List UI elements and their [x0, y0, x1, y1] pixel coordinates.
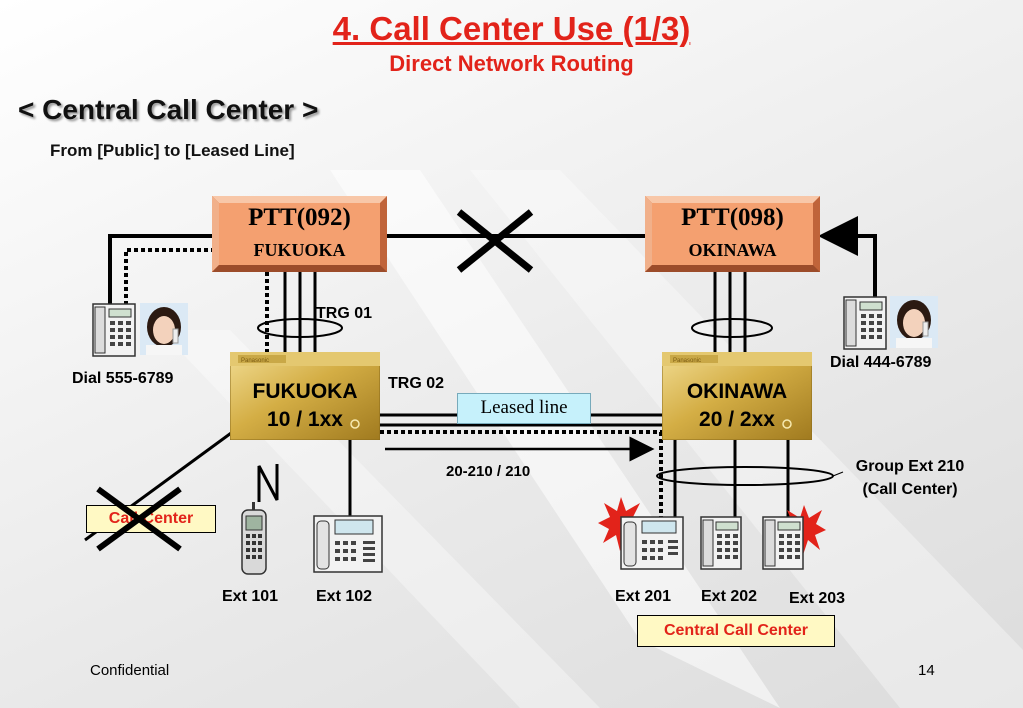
- ptt-092-name: PTT(092): [248, 204, 351, 231]
- pbx-fukuoka: Panasonic FUKUOKA 10 / 1xx: [230, 352, 380, 440]
- desk-phone-icon: [92, 303, 136, 357]
- ext-101-label: Ext 101: [222, 588, 279, 605]
- group-ext-sub-label: (Call Center): [862, 481, 958, 498]
- wireless-signal-icon: [257, 464, 279, 502]
- leased-line-label: Leased line: [457, 393, 591, 424]
- desk-phone-icon: [843, 296, 887, 350]
- dial-left-label: Dial 555-6789: [72, 370, 174, 387]
- pbx-okinawa-name: OKINAWA: [686, 380, 788, 403]
- ext-201-label: Ext 201: [615, 588, 672, 605]
- ptt-092-box: PTT(092) FUKUOKA: [212, 196, 387, 272]
- desk-phone-icon: [620, 516, 684, 570]
- routing-label: 20-210 / 210: [446, 463, 531, 480]
- route-description: From [Public] to [Leased Line]: [50, 141, 295, 160]
- ext-202-label: Ext 202: [701, 588, 758, 605]
- desk-phone-icon: [313, 515, 383, 573]
- ext-203-label: Ext 203: [789, 590, 846, 607]
- trg01-label: TRG 01: [316, 305, 373, 322]
- central-call-center-label: Central Call Center: [637, 615, 835, 647]
- blocked-cross-icon: [96, 486, 182, 552]
- footer-confidential: Confidential: [90, 662, 170, 679]
- pbx-fukuoka-name: FUKUOKA: [252, 380, 358, 403]
- ptt-098-city: OKINAWA: [688, 240, 777, 260]
- pbx-okinawa-brand: Panasonic: [673, 358, 701, 364]
- mobile-phone-icon: [241, 502, 267, 575]
- group-ext-label: Group Ext 210: [855, 458, 965, 475]
- page-number: 14: [918, 662, 935, 679]
- slide-title: 4. Call Center Use (1/3): [332, 10, 691, 47]
- pbx-fukuoka-range: 10 / 1xx: [267, 408, 343, 431]
- pbx-okinawa: Panasonic OKINAWA 20 / 2xx: [662, 352, 812, 440]
- ptt-092-city: FUKUOKA: [253, 240, 346, 260]
- ptt-098-name: PTT(098): [681, 204, 784, 231]
- pbx-fukuoka-brand: Panasonic: [241, 358, 269, 364]
- slide-subtitle: Direct Network Routing: [389, 51, 634, 76]
- trg02-label: TRG 02: [388, 375, 445, 392]
- caller-woman-icon: [890, 296, 938, 348]
- section-heading: < Central Call Center >: [18, 94, 319, 125]
- desk-phone-icon: [762, 516, 804, 570]
- ext-102-label: Ext 102: [316, 588, 373, 605]
- dial-right-label: Dial 444-6789: [830, 354, 932, 371]
- desk-phone-icon: [700, 516, 742, 570]
- pbx-okinawa-range: 20 / 2xx: [699, 408, 775, 431]
- ptt-098-box: PTT(098) OKINAWA: [645, 196, 820, 272]
- blocked-cross-icon: [456, 209, 534, 273]
- caller-woman-icon: [140, 303, 188, 355]
